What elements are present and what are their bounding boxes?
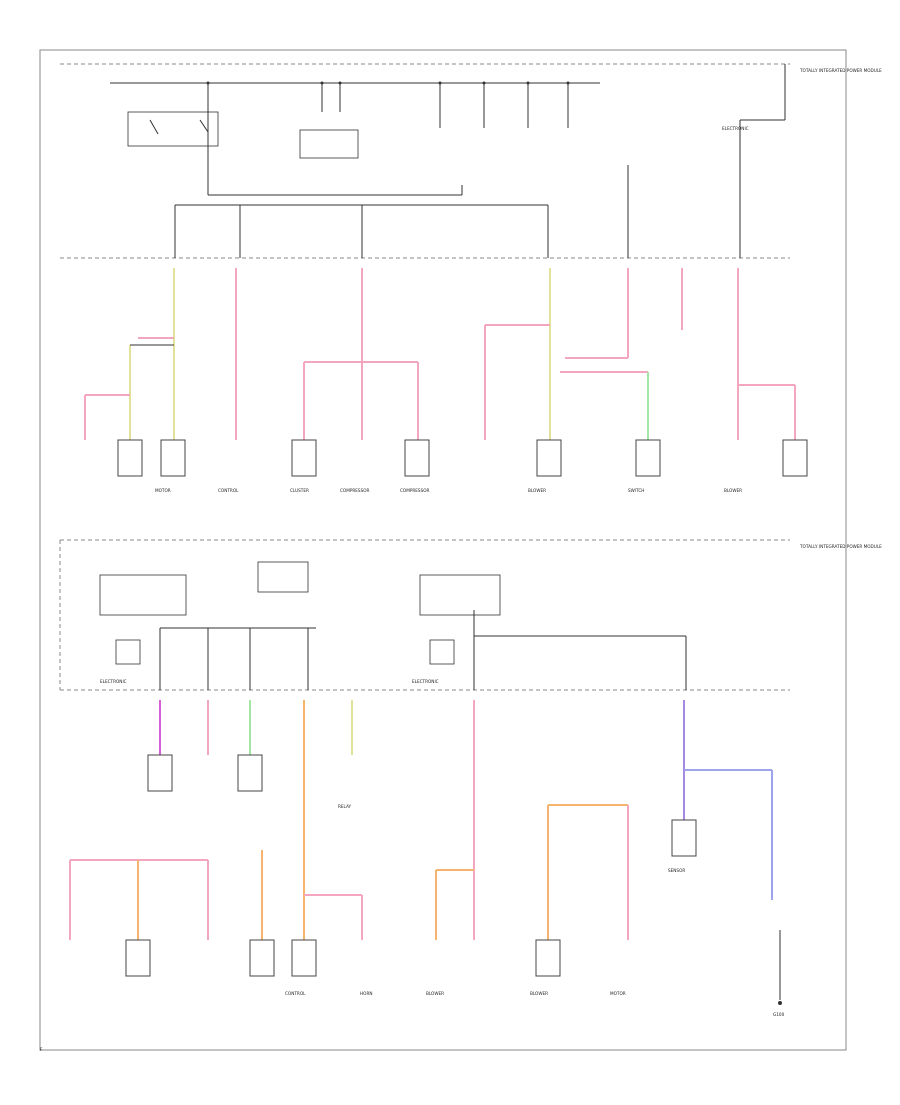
component-block bbox=[535, 939, 561, 977]
mid-relay-box bbox=[429, 639, 455, 665]
component-block bbox=[635, 439, 661, 477]
mid-relay-box bbox=[257, 561, 309, 593]
component-label: BLOWER bbox=[530, 991, 548, 996]
component-block bbox=[249, 939, 275, 977]
component-label: BLOWER bbox=[528, 488, 546, 493]
component-block bbox=[291, 939, 317, 977]
module-note: TOTALLY INTEGRATED POWER MODULE bbox=[799, 68, 882, 73]
footer-text: F bbox=[40, 1047, 43, 1052]
component-label: HORN bbox=[360, 991, 373, 996]
component-label: CONTROL bbox=[285, 991, 306, 996]
component-block bbox=[237, 754, 263, 792]
mid-relay-box bbox=[419, 574, 501, 616]
component-label: COMPRESSOR bbox=[400, 488, 430, 493]
component-label: MOTOR bbox=[155, 488, 171, 493]
component-block bbox=[291, 439, 317, 477]
module-note: TOTALLY INTEGRATED POWER MODULE bbox=[799, 544, 882, 549]
component-block bbox=[671, 819, 697, 857]
component-block bbox=[536, 439, 562, 477]
component-label: CLUSTER bbox=[290, 488, 309, 493]
component-block bbox=[147, 754, 173, 792]
mid-relay-box bbox=[115, 639, 141, 665]
component-label: CONTROL bbox=[218, 488, 239, 493]
accessory-delay-relay bbox=[299, 129, 359, 159]
right-relay-label: ELECTRONIC bbox=[722, 126, 749, 131]
component-label: COMPRESSOR bbox=[340, 488, 370, 493]
component-label: SWITCH bbox=[628, 488, 644, 493]
ground-node bbox=[778, 1001, 782, 1005]
diagram-frame bbox=[39, 49, 847, 1051]
ground-label: G100 bbox=[773, 1012, 785, 1017]
component-label: BLOWER bbox=[724, 488, 742, 493]
component-label: RELAY bbox=[338, 804, 352, 809]
component-label: BLOWER bbox=[426, 991, 444, 996]
component-block bbox=[404, 439, 430, 477]
run-relay-outline bbox=[127, 111, 219, 147]
component-label: SENSOR bbox=[668, 868, 685, 873]
module-label: ELECTRONIC bbox=[100, 679, 127, 684]
component-block bbox=[160, 439, 186, 477]
mid-relay-box bbox=[99, 574, 187, 616]
module-label: ELECTRONIC bbox=[412, 679, 439, 684]
run-relay-switch bbox=[149, 95, 209, 135]
component-block bbox=[117, 439, 143, 477]
component-label: MOTOR bbox=[610, 991, 626, 996]
component-block bbox=[125, 939, 151, 977]
component-block bbox=[782, 439, 808, 477]
